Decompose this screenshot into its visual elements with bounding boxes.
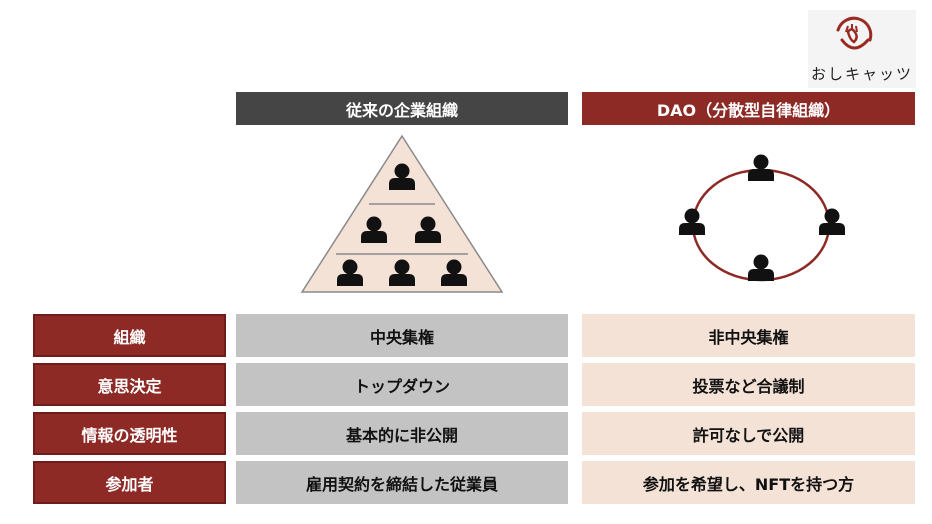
logo-text: おしキャッツ bbox=[810, 65, 913, 83]
person-icon bbox=[748, 154, 774, 181]
traditional-cell-participants: 雇用契約を締結した従業員 bbox=[236, 461, 568, 504]
dao-cell-participants: 参加を希望し、NFTを持つ方 bbox=[582, 461, 915, 504]
row-label-transparency: 情報の透明性 bbox=[33, 412, 226, 455]
dao-cell-transparency: 許可なしで公開 bbox=[582, 412, 915, 455]
traditional-cell-organization: 中央集権 bbox=[236, 314, 568, 357]
row-label-participants: 参加者 bbox=[33, 461, 226, 504]
cat-paw-logo-icon bbox=[836, 16, 873, 50]
pyramid-hierarchy-diagram bbox=[300, 134, 504, 293]
dao-cell-decision-making: 投票など合議制 bbox=[582, 363, 915, 406]
dao-header: DAO（分散型自律組織） bbox=[582, 92, 915, 125]
row-label-decision-making: 意思決定 bbox=[33, 363, 226, 406]
dao-cell-organization: 非中央集権 bbox=[582, 314, 915, 357]
traditional-cell-transparency: 基本的に非公開 bbox=[236, 412, 568, 455]
traditional-org-header: 従来の企業組織 bbox=[236, 92, 568, 125]
person-icon bbox=[748, 254, 774, 281]
traditional-cell-decision-making: トップダウン bbox=[236, 363, 568, 406]
person-icon bbox=[679, 208, 705, 235]
dao-circle-diagram bbox=[679, 154, 845, 282]
row-label-organization: 組織 bbox=[33, 314, 226, 357]
person-icon bbox=[819, 208, 845, 235]
logo: おしキャッツ bbox=[808, 10, 916, 88]
